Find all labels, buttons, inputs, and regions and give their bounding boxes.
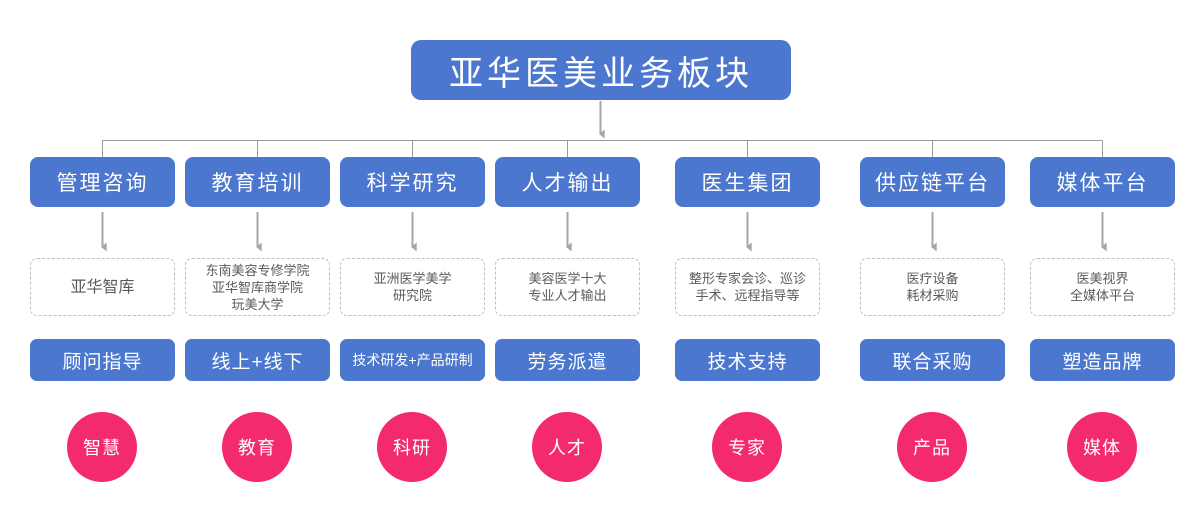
function-box-1[interactable]: 顾问指导 [30,339,175,381]
function-box-7[interactable]: 塑造品牌 [1030,339,1175,381]
category-box-5[interactable]: 医生集团 [675,157,820,207]
category-box-1[interactable]: 管理咨询 [30,157,175,207]
keyword-circle-1[interactable]: 智慧 [67,412,137,482]
keyword-circle-7[interactable]: 媒体 [1067,412,1137,482]
detail-line: 医美视界 [1076,271,1129,286]
function-box-4[interactable]: 劳务派遣 [495,339,640,381]
category-box-2[interactable]: 教育培训 [185,157,330,207]
detail-line: 亚华智库 [70,278,135,296]
keyword-circle-4[interactable]: 人才 [532,412,602,482]
detail-line: 全媒体平台 [1069,288,1135,303]
function-box-2[interactable]: 线上+线下 [185,339,330,381]
keyword-circle-6[interactable]: 产品 [897,412,967,482]
detail-line: 耗材采购 [906,288,959,303]
detail-line: 玩美大学 [231,296,284,312]
detail-box-6: 医疗设备 耗材采购 [860,258,1005,316]
detail-box-3: 亚洲医学美学 研究院 [340,258,485,316]
keyword-circle-2[interactable]: 教育 [222,412,292,482]
detail-line: 研究院 [392,288,432,303]
detail-box-4: 美容医学十大 专业人才输出 [495,258,640,316]
function-box-5[interactable]: 技术支持 [675,339,820,381]
function-box-3[interactable]: 技术研发+产品研制 [340,339,485,381]
category-box-6[interactable]: 供应链平台 [860,157,1005,207]
detail-box-1: 亚华智库 [30,258,175,316]
detail-line: 美容医学十大 [528,271,607,286]
category-box-7[interactable]: 媒体平台 [1030,157,1175,207]
detail-line: 亚华智库商学院 [211,279,303,295]
detail-line: 整形专家会诊、巡诊 [688,271,806,286]
detail-box-5: 整形专家会诊、巡诊 手术、远程指导等 [675,258,820,316]
detail-line: 医疗设备 [906,271,959,286]
category-box-3[interactable]: 科学研究 [340,157,485,207]
root-node-title[interactable]: 亚华医美业务板块 [411,40,791,100]
detail-box-7: 医美视界 全媒体平台 [1030,258,1175,316]
category-box-4[interactable]: 人才输出 [495,157,640,207]
detail-line: 专业人才输出 [528,288,607,303]
detail-line: 东南美容专修学院 [205,262,310,278]
function-box-6[interactable]: 联合采购 [860,339,1005,381]
keyword-circle-5[interactable]: 专家 [712,412,782,482]
keyword-circle-3[interactable]: 科研 [377,412,447,482]
detail-line: 亚洲医学美学 [373,271,452,286]
detail-box-2: 东南美容专修学院 亚华智库商学院 玩美大学 [185,258,330,316]
detail-line: 手术、远程指导等 [695,288,800,303]
